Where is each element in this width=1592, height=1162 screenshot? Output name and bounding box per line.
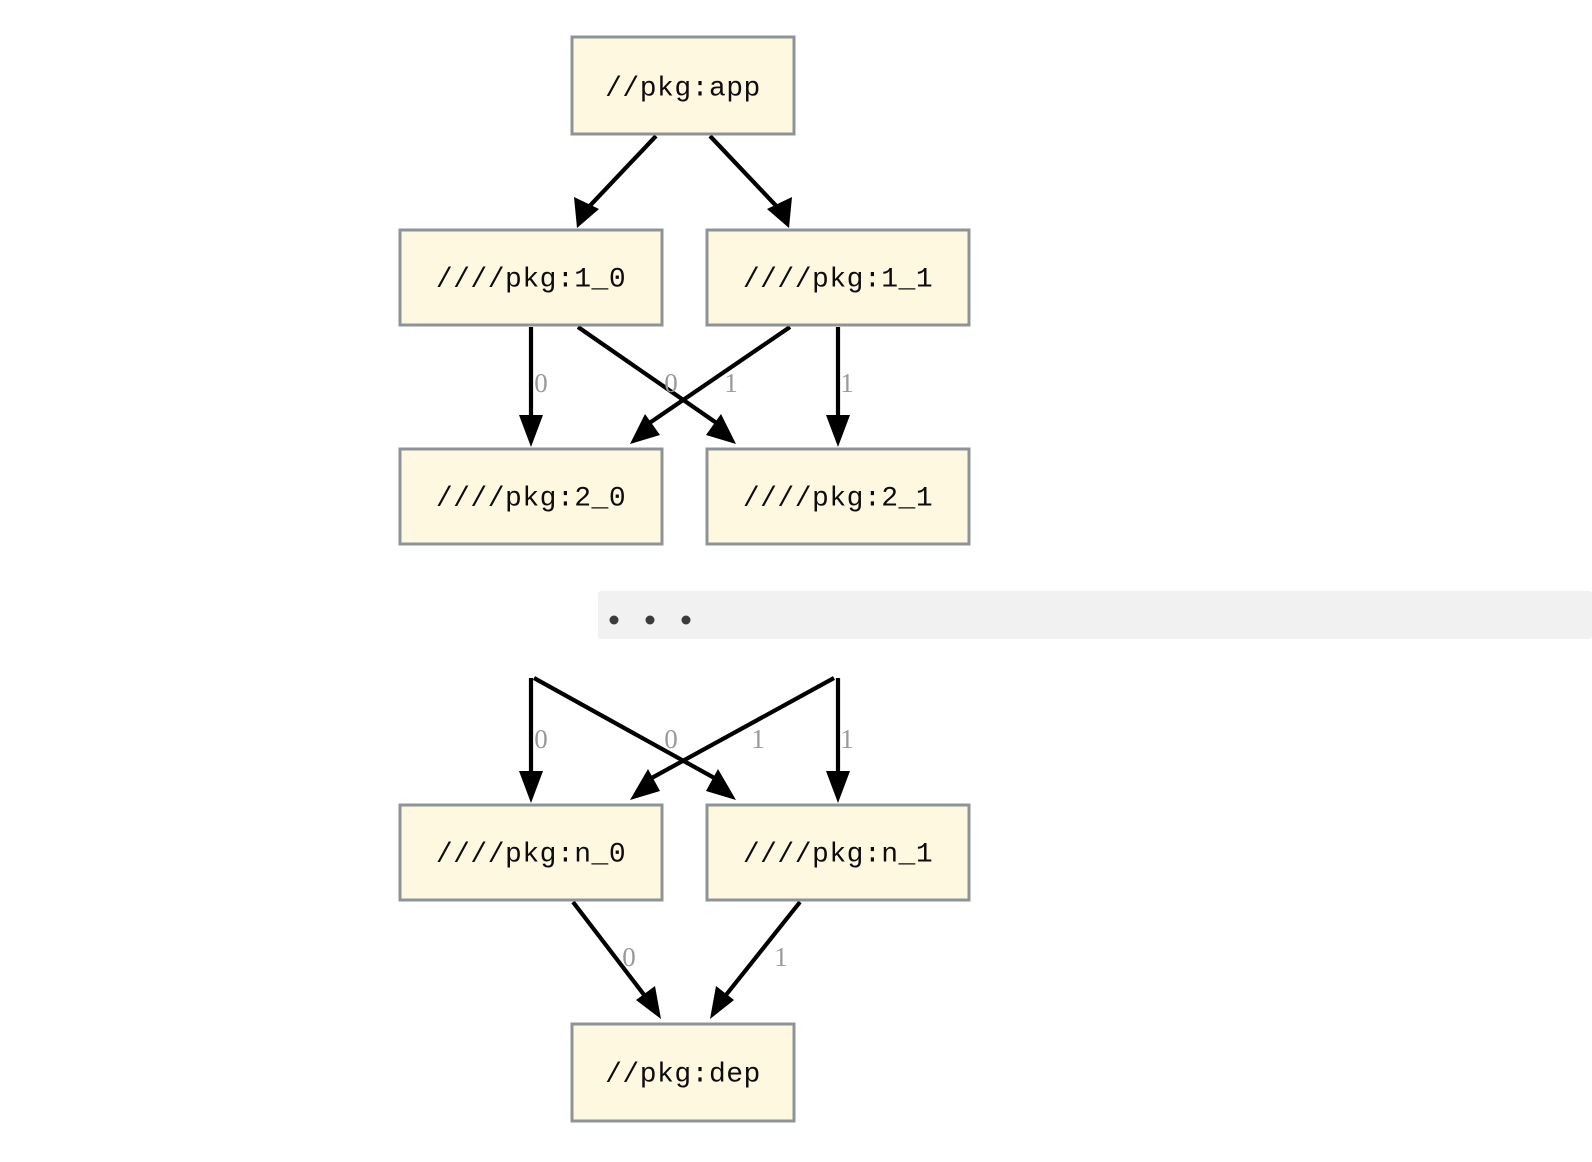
arrowhead-icon xyxy=(767,197,792,228)
ellipsis-dot-3 xyxy=(681,615,691,625)
edge-1_1-to-2_0 xyxy=(630,325,792,444)
edge-n_0-to-dep xyxy=(571,900,661,1019)
edge-n_1-to-dep xyxy=(710,900,802,1019)
arrowhead-icon xyxy=(706,769,736,800)
node-2_1[interactable]: ////pkg:2_1 xyxy=(705,447,971,546)
edge-y-to-n_1 xyxy=(826,678,850,803)
edge-label-y-to-n_0: 1 xyxy=(751,724,765,754)
node-n_0[interactable]: ////pkg:n_0 xyxy=(398,803,664,902)
arrowhead-icon xyxy=(636,986,661,1019)
node-1_1[interactable]: ////pkg:1_1 xyxy=(705,228,971,327)
edge-label-1_1-to-2_1: 1 xyxy=(840,368,854,398)
arrowhead-icon xyxy=(826,415,850,447)
node-label-1_0: ////pkg:1_0 xyxy=(436,264,626,295)
node-group: //pkg:app ////pkg:1_0 ////pkg:1_1 ////pk… xyxy=(398,35,971,1123)
edge-label-group: 0 0 1 1 0 0 1 1 0 1 xyxy=(534,368,854,972)
node-dep[interactable]: //pkg:dep xyxy=(570,1022,796,1123)
arrowhead-icon xyxy=(519,771,543,803)
edge-group xyxy=(519,134,850,1019)
arrowhead-icon xyxy=(519,415,543,447)
edge-x-to-n_1 xyxy=(532,676,736,800)
edge-label-1_0-to-2_1: 0 xyxy=(664,368,678,398)
arrowhead-icon xyxy=(630,769,660,800)
arrowhead-icon xyxy=(574,197,599,228)
edge-app-to-1_1 xyxy=(708,134,792,228)
node-label-2_0: ////pkg:2_0 xyxy=(436,483,626,514)
node-label-app: //pkg:app xyxy=(605,73,761,104)
edge-label-x-to-n_0: 0 xyxy=(534,724,548,754)
node-label-n_0: ////pkg:n_0 xyxy=(436,839,626,870)
arrowhead-icon xyxy=(826,771,850,803)
edge-x-to-n_0 xyxy=(519,678,543,803)
edge-label-1_0-to-2_0: 0 xyxy=(534,368,548,398)
edge-label-n_1-to-dep: 1 xyxy=(774,942,788,972)
edge-y-to-n_0 xyxy=(630,676,836,800)
node-1_0[interactable]: ////pkg:1_0 xyxy=(398,228,664,327)
arrowhead-icon xyxy=(706,414,736,444)
node-label-2_1: ////pkg:2_1 xyxy=(743,483,933,514)
arrowhead-icon xyxy=(710,986,734,1019)
edge-1_0-to-2_0 xyxy=(519,327,543,447)
edge-1_0-to-2_1 xyxy=(576,325,736,444)
node-label-1_1: ////pkg:1_1 xyxy=(743,264,933,295)
arrowhead-icon xyxy=(630,414,660,444)
omitted-section-band xyxy=(598,591,1592,639)
edge-label-n_0-to-dep: 0 xyxy=(622,942,636,972)
edge-1_1-to-2_1 xyxy=(826,327,850,447)
node-n_1[interactable]: ////pkg:n_1 xyxy=(705,803,971,902)
edge-app-to-1_0 xyxy=(574,134,658,228)
node-label-dep: //pkg:dep xyxy=(605,1059,761,1090)
node-app[interactable]: //pkg:app xyxy=(570,35,796,136)
ellipsis-dot-1 xyxy=(609,615,619,625)
ellipsis-dot-2 xyxy=(645,615,655,625)
edge-label-x-to-n_1: 0 xyxy=(664,724,678,754)
node-label-n_1: ////pkg:n_1 xyxy=(743,839,933,870)
edge-label-y-to-n_1: 1 xyxy=(840,724,854,754)
edge-label-1_1-to-2_0: 1 xyxy=(724,368,738,398)
node-2_0[interactable]: ////pkg:2_0 xyxy=(398,447,664,546)
